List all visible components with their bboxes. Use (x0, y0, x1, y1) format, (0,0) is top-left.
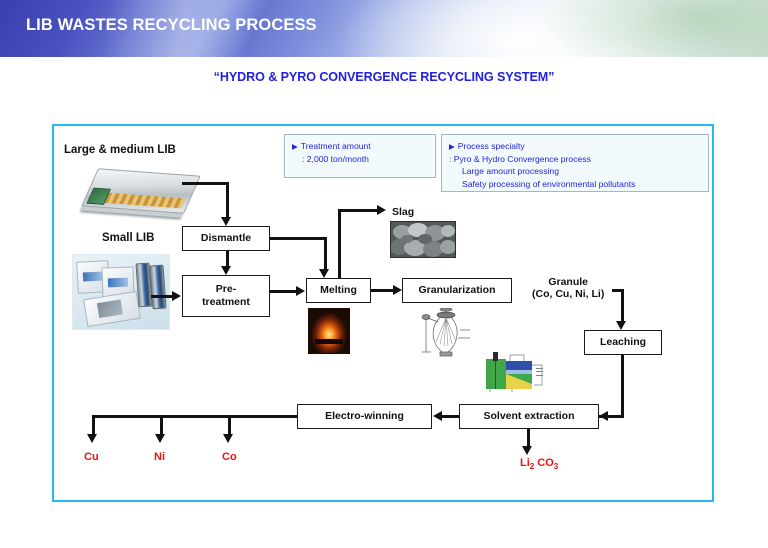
process-box-solvent-extraction[interactable]: Solvent extraction (459, 404, 599, 429)
connector-dismantle-to-melting (270, 237, 327, 240)
process-box-leaching[interactable]: Leaching (584, 330, 662, 355)
connector-largelib-vertical (226, 182, 229, 218)
arrowhead-to-melting (296, 286, 305, 296)
triangle-bullet-icon: ▶ (449, 142, 455, 151)
connector-melting-to-granularization (371, 289, 394, 292)
specialty-line-1: : Pyro & Hydro Convergence process (449, 153, 591, 164)
arrowhead-to-li2co3 (521, 446, 532, 455)
arrowhead-to-electrowinning (433, 411, 442, 421)
arrowhead-to-co (223, 434, 233, 443)
arrowhead-dismantle-to-melting (318, 269, 329, 278)
granule-line-2: (Co, Cu, Ni, Li) (532, 288, 605, 300)
large-lib-battery-image (81, 164, 201, 216)
connector-melting-to-slag-vertical (338, 209, 341, 278)
pouch-cell-graphic (83, 290, 141, 328)
arrowhead-to-leaching (615, 321, 626, 330)
li-subscript: 2 (529, 462, 535, 472)
furnace-image (308, 308, 350, 354)
granule-line-1: Granule (548, 276, 588, 288)
connector-solvent-to-li2co3 (527, 429, 530, 447)
small-lib-battery-image (72, 254, 170, 330)
solvent-extraction-graphic (486, 352, 543, 392)
battery-module-graphic (81, 168, 201, 214)
process-diagram-frame: ▶Treatment amount : 2,000 ton/month ▶Pro… (52, 124, 714, 502)
output-label-ni: Ni (154, 451, 165, 463)
co-symbol: CO (534, 457, 554, 469)
connector-leaching-to-solvent-vertical (621, 355, 624, 417)
cylindrical-cell-graphic (149, 264, 167, 310)
treatment-heading-line: ▶Treatment amount (292, 140, 429, 153)
arrowhead-to-ni (155, 434, 165, 443)
connector-pretreatment-to-melting (270, 290, 297, 293)
connector-granule-to-leaching-vertical (621, 289, 624, 321)
arrowhead-to-dismantle (220, 217, 231, 226)
label-large-medium-lib: Large & medium LIB (64, 144, 176, 156)
arrowhead-to-solvent-extraction (599, 411, 608, 421)
header-banner: LIB WASTES RECYCLING PROCESS (0, 0, 768, 57)
co-subscript: 3 (553, 462, 559, 472)
connector-melting-to-slag-horizontal (338, 209, 378, 212)
slag-rocks-graphic (391, 222, 455, 257)
granulator-graphic (421, 307, 470, 357)
specialty-heading: Process specialty (457, 141, 525, 151)
label-granule: Granule (Co, Cu, Ni, Li) (532, 276, 604, 300)
label-small-lib: Small LIB (102, 232, 155, 244)
li-symbol: Li (520, 457, 530, 469)
info-box-treatment-amount: ▶Treatment amount : 2,000 ton/month (284, 134, 436, 178)
specialty-heading-line: ▶Process specialty (449, 140, 702, 153)
process-box-melting[interactable]: Melting (306, 278, 371, 303)
process-box-granularization[interactable]: Granularization (402, 278, 512, 303)
page-title: LIB WASTES RECYCLING PROCESS (26, 16, 317, 34)
triangle-bullet-icon: ▶ (292, 142, 298, 151)
slag-image (390, 221, 456, 258)
arrowhead-to-granularization (393, 285, 402, 295)
connector-to-co (228, 415, 231, 435)
pretreatment-label: Pre- treatment (202, 283, 250, 308)
treatment-value: : 2,000 ton/month (302, 153, 369, 164)
specialty-line-2: Large amount processing (462, 166, 559, 177)
connector-smalllib-to-pretreatment (151, 295, 173, 298)
connector-largelib-to-dismantle (182, 182, 229, 185)
connector-to-cu (92, 415, 95, 435)
arrowhead-to-pretreatment-left (172, 291, 181, 301)
output-label-cu: Cu (84, 451, 99, 463)
arrowhead-to-cu (87, 434, 97, 443)
connector-granule-to-leaching-horizontal (612, 289, 624, 292)
pretreatment-line-2: treatment (202, 296, 250, 308)
connector-solvent-to-electrowinning (442, 415, 460, 418)
pretreatment-line-1: Pre- (215, 283, 237, 296)
process-box-dismantle[interactable]: Dismantle (182, 226, 270, 251)
output-label-li2co3: Li2 CO3 (520, 457, 558, 471)
treatment-heading: Treatment amount (300, 141, 371, 151)
info-box-process-specialty: ▶Process specialty : Pyro & Hydro Conver… (441, 134, 709, 192)
subtitle: “HYDRO & PYRO CONVERGENCE RECYCLING SYST… (213, 70, 555, 84)
arrowhead-to-pretreatment (220, 266, 231, 275)
granulator-schematic-image (416, 307, 474, 360)
output-label-co: Co (222, 451, 237, 463)
label-slag: Slag (392, 206, 415, 218)
solvent-extraction-schematic-image (476, 351, 548, 393)
arrowhead-to-slag (377, 205, 386, 215)
connector-leaching-to-solvent-horizontal (599, 415, 624, 418)
process-box-electro-winning[interactable]: Electro-winning (297, 404, 432, 429)
connector-dismantle-to-pretreatment (226, 251, 229, 267)
process-box-pretreatment[interactable]: Pre- treatment (182, 275, 270, 317)
connector-electrowinning-output-bus (92, 415, 299, 418)
connector-to-ni (160, 415, 163, 435)
connector-dismantle-melting-vertical (324, 237, 327, 269)
specialty-line-3: Safety processing of environmental pollu… (462, 178, 636, 189)
